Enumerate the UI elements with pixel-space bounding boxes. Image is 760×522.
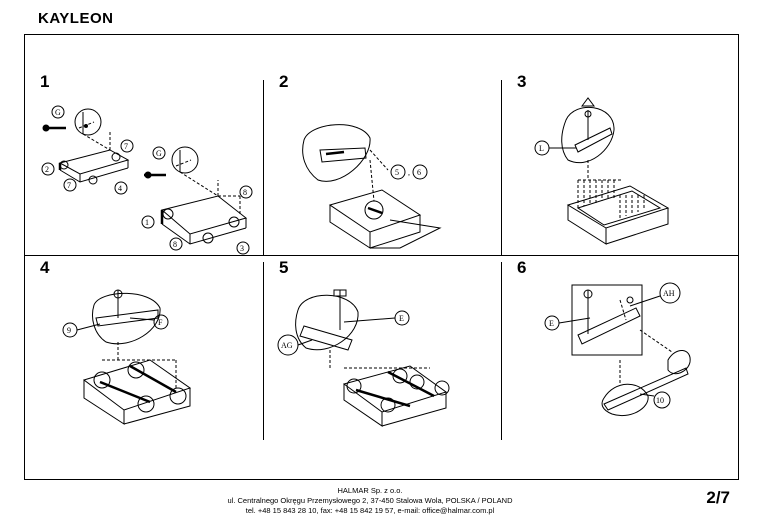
- step-3-illustration: L: [534, 97, 670, 245]
- step-number-6: 6: [517, 258, 527, 277]
- svg-text:G: G: [55, 108, 61, 117]
- svg-text:7: 7: [124, 142, 128, 151]
- step-number-1: 1: [40, 72, 50, 91]
- svg-text:E: E: [399, 314, 404, 323]
- svg-text:AH: AH: [663, 289, 675, 298]
- instructions-frame: [24, 34, 739, 480]
- footer-company: HALMAR Sp. z o.o.: [337, 486, 403, 495]
- svg-text:E: E: [549, 319, 554, 328]
- svg-text:8: 8: [173, 240, 177, 249]
- step-number-4: 4: [40, 258, 50, 277]
- column-divider: [263, 80, 264, 255]
- svg-text:5: 5: [395, 168, 399, 177]
- step-4-illustration: 9 F: [62, 289, 192, 425]
- svg-text:10: 10: [656, 396, 664, 405]
- svg-text:1: 1: [145, 218, 149, 227]
- svg-text:8: 8: [243, 188, 247, 197]
- svg-text:3: 3: [240, 244, 244, 253]
- step-5-illustration: E AG: [277, 289, 450, 427]
- column-divider: [263, 262, 264, 440]
- step-number-2: 2: [279, 72, 289, 91]
- svg-text:2: 2: [45, 165, 49, 174]
- footer-contact: tel. +48 15 843 28 10, fax: +48 15 842 1…: [245, 506, 495, 515]
- step-2-illustration: 5 , 6: [302, 124, 442, 249]
- svg-text:G: G: [156, 149, 162, 158]
- step-1-illustration: G 7 2 7 4 G 8 1 8 3: [41, 105, 253, 255]
- svg-text:F: F: [158, 318, 163, 327]
- svg-text:9: 9: [67, 326, 71, 335]
- svg-text:6: 6: [417, 168, 421, 177]
- column-divider: [501, 80, 502, 255]
- page-number: 2/7: [706, 488, 730, 507]
- svg-text:,: ,: [408, 168, 410, 177]
- svg-text:7: 7: [67, 181, 71, 190]
- step-6-illustration: AH E 10: [544, 282, 691, 416]
- step-number-3: 3: [517, 72, 527, 91]
- footer-address: ul. Centralnego Okręgu Przemysłowego 2, …: [227, 496, 513, 505]
- column-divider: [501, 262, 502, 440]
- svg-text:AG: AG: [281, 341, 293, 350]
- svg-text:4: 4: [118, 184, 122, 193]
- svg-text:L: L: [539, 144, 544, 153]
- step-number-5: 5: [279, 258, 289, 277]
- page-title: KAYLEON: [38, 10, 114, 27]
- row-divider: [24, 255, 739, 256]
